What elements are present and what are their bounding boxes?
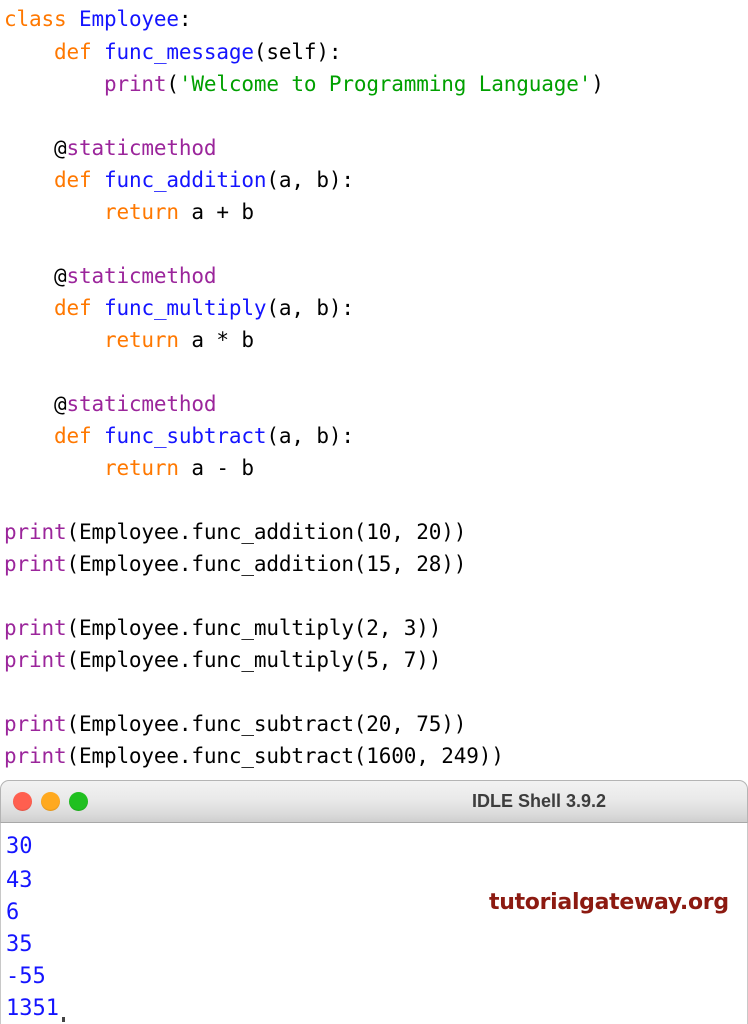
code-token-plain: a + b — [178, 200, 254, 224]
code-token-plain: @ — [4, 392, 67, 416]
code-token-plain: (Employee.func_subtract(1600, 249)) — [66, 744, 504, 768]
close-button[interactable] — [13, 792, 32, 811]
minimize-button[interactable] — [41, 792, 60, 811]
code-token-plain — [4, 456, 104, 480]
code-line: def func_multiply(a, b): — [0, 292, 748, 324]
code-token-kw: return — [103, 200, 179, 224]
code-token-kw: def — [53, 296, 92, 320]
shell-output-line: 1351 — [6, 996, 59, 1021]
shell-output-line: -55 — [6, 964, 46, 989]
code-line: print(Employee.func_multiply(5, 7)) — [0, 644, 748, 676]
code-token-plain: (a, b): — [266, 424, 354, 448]
code-token-plain: ( — [166, 72, 179, 96]
code-token-plain: (Employee.func_multiply(5, 7)) — [66, 648, 442, 672]
code-line: print('Welcome to Programming Language') — [0, 68, 748, 100]
code-token-builtin: print — [4, 648, 67, 672]
code-token-plain — [4, 168, 54, 192]
code-line: print(Employee.func_multiply(2, 3)) — [0, 612, 748, 644]
code-token-plain — [4, 40, 54, 64]
code-token-builtin: print — [4, 744, 67, 768]
code-line: def func_subtract(a, b): — [0, 420, 748, 452]
code-token-plain — [91, 296, 104, 320]
shell-output-line: 30 — [6, 834, 33, 859]
code-line: def func_addition(a, b): — [0, 164, 748, 196]
code-token-builtin: print — [103, 72, 167, 96]
code-line — [0, 100, 748, 132]
code-line: print(Employee.func_addition(15, 28)) — [0, 548, 748, 580]
code-token-plain: (self): — [253, 40, 342, 64]
code-editor-pane[interactable]: class Employee: def func_message(self): … — [0, 0, 748, 780]
code-token-plain: (Employee.func_multiply(2, 3)) — [66, 616, 442, 640]
code-token-plain: a * b — [178, 328, 254, 352]
site-watermark: tutorialgateway.org — [489, 890, 729, 915]
code-token-str: 'Welcome to Programming Language' — [178, 72, 592, 96]
code-token-plain: : — [178, 7, 192, 31]
code-token-plain: a - b — [178, 456, 254, 480]
code-line — [0, 580, 748, 612]
code-token-plain: (a, b): — [266, 168, 354, 192]
code-token-def: func_subtract — [103, 424, 267, 448]
code-line: return a + b — [0, 196, 748, 228]
shell-output-line: 35 — [6, 932, 33, 957]
code-line: print(Employee.func_subtract(1600, 249)) — [0, 740, 748, 772]
code-token-plain: (Employee.func_addition(15, 28)) — [66, 552, 467, 576]
code-token-plain — [91, 168, 104, 192]
code-line: print(Employee.func_subtract(20, 75)) — [0, 708, 748, 740]
code-token-plain — [4, 296, 54, 320]
code-token-plain — [91, 424, 104, 448]
code-line: @staticmethod — [0, 388, 748, 420]
shell-output-line: 43 — [6, 868, 33, 893]
code-token-plain — [4, 424, 54, 448]
code-line: def func_message(self): — [0, 36, 748, 68]
code-token-kw: def — [53, 168, 92, 192]
shell-output-list: 30 43 6 35 -55 1351 — [1, 823, 747, 1024]
code-token-deco: staticmethod — [66, 136, 217, 160]
code-token-def: func_multiply — [103, 296, 267, 320]
shell-window-title: IDLE Shell 3.9.2 — [471, 791, 607, 811]
code-token-builtin: print — [4, 616, 67, 640]
code-token-kw: def — [53, 40, 92, 64]
shell-output-area[interactable]: 30 43 6 35 -55 1351 — [0, 823, 748, 1024]
code-line — [0, 676, 748, 708]
maximize-button[interactable] — [69, 792, 88, 811]
code-token-builtin: print — [4, 552, 67, 576]
code-token-builtin: print — [4, 520, 67, 544]
code-token-kw: class — [4, 7, 67, 31]
code-line — [0, 484, 748, 516]
text-caret — [62, 1017, 65, 1022]
code-token-plain: (a, b): — [266, 296, 354, 320]
idle-shell-window[interactable]: IDLE Shell 3.9.2 30 43 6 35 -55 1351 — [0, 780, 748, 1024]
code-line-list[interactable]: class Employee: def func_message(self): … — [0, 0, 748, 772]
code-token-plain: ) — [591, 72, 604, 96]
code-token-plain — [4, 72, 104, 96]
code-token-kw: return — [103, 328, 179, 352]
code-token-plain: (Employee.func_addition(10, 20)) — [66, 520, 467, 544]
code-token-kw: return — [103, 456, 179, 480]
code-token-plain — [4, 328, 104, 352]
code-token-deco: staticmethod — [66, 392, 217, 416]
code-line — [0, 228, 748, 260]
code-token-builtin: print — [4, 712, 67, 736]
code-token-kw: def — [53, 424, 92, 448]
code-line: @staticmethod — [0, 260, 748, 292]
code-token-plain: @ — [4, 264, 67, 288]
shell-titlebar[interactable]: IDLE Shell 3.9.2 — [0, 780, 748, 823]
window-controls[interactable] — [13, 792, 88, 811]
code-token-plain — [66, 7, 79, 31]
code-line: class Employee: — [0, 0, 748, 36]
code-token-def: func_message — [103, 40, 254, 64]
code-line: return a - b — [0, 452, 748, 484]
code-token-plain — [4, 200, 104, 224]
code-token-def: func_addition — [103, 168, 267, 192]
code-token-plain: (Employee.func_subtract(20, 75)) — [66, 712, 467, 736]
code-line: return a * b — [0, 324, 748, 356]
code-line: print(Employee.func_addition(10, 20)) — [0, 516, 748, 548]
shell-output-line: 6 — [6, 900, 20, 925]
code-token-plain: @ — [4, 136, 67, 160]
code-token-plain — [91, 40, 104, 64]
code-token-deco: staticmethod — [66, 264, 217, 288]
code-token-cls: Employee — [78, 7, 179, 31]
code-line: @staticmethod — [0, 132, 748, 164]
code-line — [0, 356, 748, 388]
